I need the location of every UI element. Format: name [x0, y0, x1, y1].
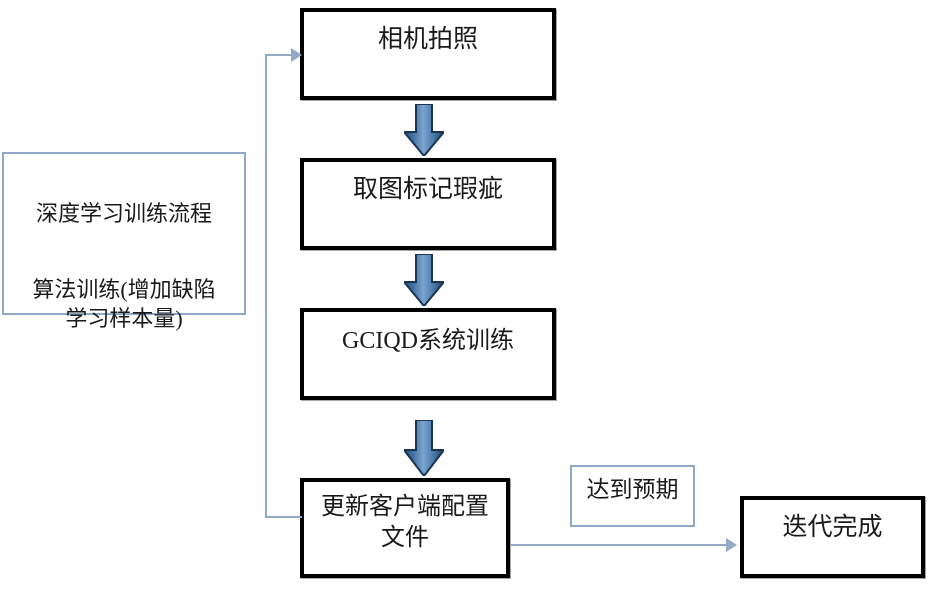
- down-block-arrow-icon-gciqd-to-update: [404, 420, 444, 476]
- feedback-line-vertical-segment: [265, 55, 267, 518]
- node-update-client-config-label: 更新客户端配置 文件: [321, 494, 489, 551]
- training-note-line-2: 算法训练(增加缺陷 学习样本量): [32, 277, 216, 331]
- node-gciqd-system-training-label: GCIQD系统训练: [342, 328, 514, 354]
- node-gciqd-system-training[interactable]: GCIQD系统训练: [300, 308, 556, 400]
- node-update-client-config[interactable]: 更新客户端配置 文件: [300, 478, 510, 578]
- training-note-line-1: 深度学习训练流程: [35, 201, 212, 227]
- node-meets-expectation[interactable]: 达到预期: [570, 465, 695, 527]
- feedback-line-top-segment: [265, 54, 297, 56]
- down-block-arrow-icon-mark-to-gciqd: [404, 254, 444, 306]
- node-camera-capture-label: 相机拍照: [377, 26, 478, 53]
- feedback-line-bottom-segment: [265, 516, 302, 518]
- node-camera-capture[interactable]: 相机拍照: [300, 8, 556, 100]
- node-meets-expectation-label: 达到预期: [586, 477, 679, 502]
- feedback-arrowhead-icon: [291, 48, 302, 62]
- down-block-arrow-icon-camera-to-mark: [404, 104, 444, 156]
- node-mark-defect-label: 取图标记瑕疵: [352, 176, 503, 203]
- node-iteration-complete-label: 迭代完成: [782, 514, 883, 541]
- node-mark-defect[interactable]: 取图标记瑕疵: [300, 158, 556, 250]
- output-line-to-iteration-complete: [510, 544, 735, 546]
- node-iteration-complete[interactable]: 迭代完成: [740, 496, 925, 578]
- node-training-process-note[interactable]: 深度学习训练流程 算法训练(增加缺陷 学习样本量): [2, 152, 246, 331]
- node-training-process-note-text: 深度学习训练流程 算法训练(增加缺陷 学习样本量): [4, 172, 244, 361]
- output-arrowhead-icon: [726, 538, 737, 552]
